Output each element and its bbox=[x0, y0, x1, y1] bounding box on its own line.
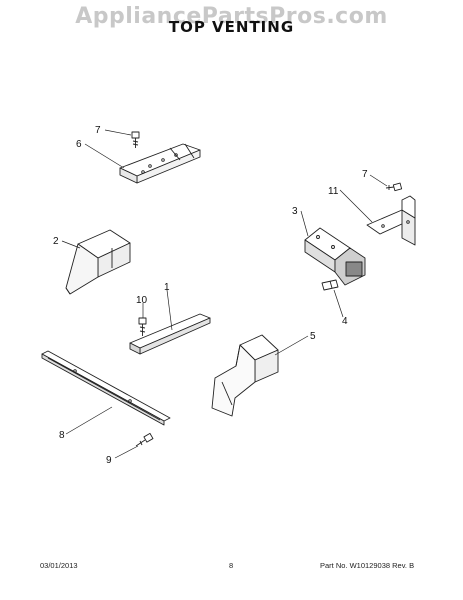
clip-4 bbox=[321, 279, 339, 291]
leader-4 bbox=[333, 289, 344, 318]
leader-1 bbox=[166, 289, 173, 331]
screw-7-right bbox=[385, 182, 403, 192]
callout-10: 10 bbox=[136, 295, 148, 306]
footer-part-number: Part No. W10129038 Rev. B bbox=[320, 561, 415, 570]
callout-8: 8 bbox=[59, 430, 65, 441]
leader-2 bbox=[61, 240, 81, 249]
vent-5 bbox=[211, 334, 279, 417]
motor-3 bbox=[304, 227, 366, 286]
footer-page-number: 8 bbox=[229, 561, 234, 570]
leader-8 bbox=[65, 406, 113, 435]
leader-11 bbox=[339, 189, 373, 223]
screw-7-left bbox=[131, 131, 140, 148]
callout-3: 3 bbox=[292, 206, 298, 217]
screw-9 bbox=[135, 432, 154, 447]
bracket-6 bbox=[119, 143, 201, 184]
callout-2: 2 bbox=[53, 236, 59, 247]
leader-5 bbox=[274, 335, 309, 356]
duct-2 bbox=[65, 229, 131, 295]
callout-9: 9 bbox=[106, 455, 112, 466]
screw-10 bbox=[138, 317, 147, 336]
leader-6 bbox=[84, 143, 125, 169]
leader-9 bbox=[114, 445, 139, 459]
rail-8 bbox=[41, 350, 171, 426]
footer-date: 03/01/2013 bbox=[40, 561, 78, 570]
diagram-title: TOP VENTING bbox=[168, 18, 295, 36]
callout-5: 5 bbox=[310, 331, 316, 342]
callout-7-right: 7 bbox=[362, 169, 368, 180]
callout-4: 4 bbox=[342, 316, 348, 327]
watermark-logo: AppliancePartsPros.com bbox=[75, 4, 388, 29]
callout-11: 11 bbox=[328, 186, 339, 197]
leader-3 bbox=[300, 210, 309, 237]
strip-1 bbox=[129, 313, 211, 355]
bracket-11 bbox=[366, 195, 416, 246]
callout-7-left: 7 bbox=[95, 125, 101, 136]
leader-7-right bbox=[369, 174, 388, 187]
leader-7-left bbox=[104, 129, 132, 136]
callout-6: 6 bbox=[76, 139, 82, 150]
callout-1: 1 bbox=[164, 282, 170, 293]
